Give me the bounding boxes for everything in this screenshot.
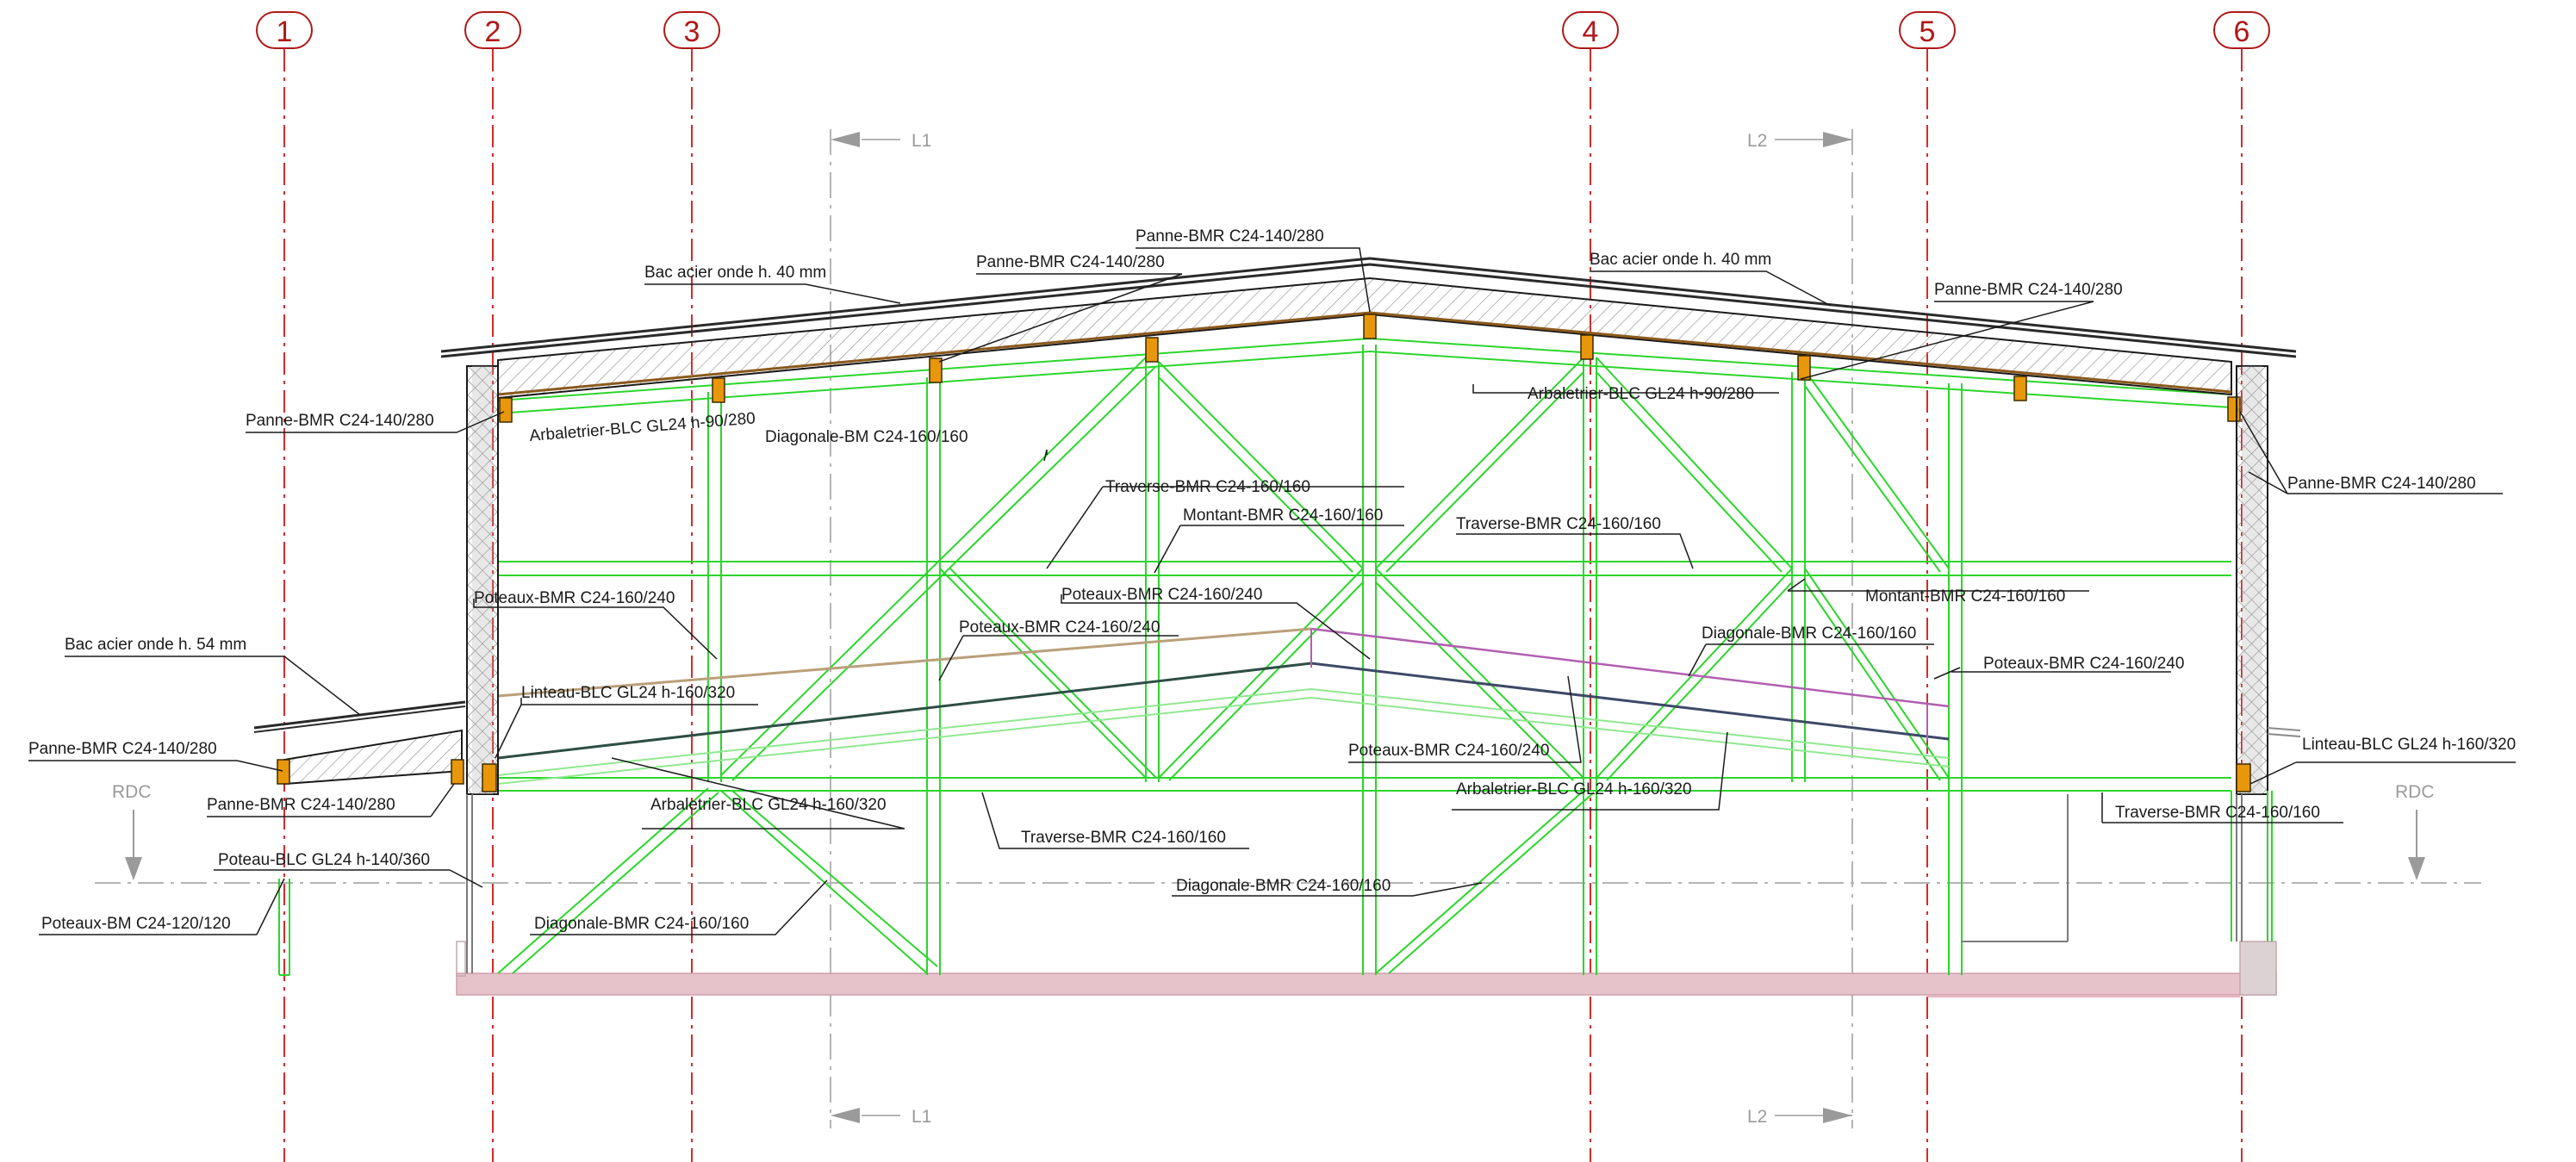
label-panne-left-wall: Panne-BMR C24-140/280 (246, 412, 434, 430)
label-linteau-left: Linteau-BLC GL24 h-160/320 (521, 684, 735, 702)
section-arrows (831, 132, 1852, 1123)
label-arbaletrier-lower-left: Arbaletrier-BLC GL24 h-160/320 (650, 796, 887, 814)
section-label-l2-top: L2 (1747, 131, 1767, 151)
section-label-l2-bottom: L2 (1747, 1107, 1767, 1127)
label-panne-top-right: Panne-BMR C24-140/280 (1934, 281, 2123, 299)
label-poteau-blc: Poteau-BLC GL24 h-140/360 (218, 851, 430, 869)
label-poteaux-bm: Poteaux-BM C24-120/120 (41, 915, 231, 933)
label-panne-top-left: Panne-BMR C24-140/280 (976, 253, 1165, 271)
grid-bubble-6 (2213, 11, 2270, 49)
label-poteaux-lower-center: Poteaux-BMR C24-160/240 (1348, 742, 1549, 760)
grid-bubble-4 (1562, 11, 1619, 49)
level-label-right: RDC (2395, 782, 2435, 802)
section-arrow-l1-top (831, 132, 860, 147)
grid-bubble-3 (663, 11, 720, 49)
label-arbaletrier-right: Arbaletrier-BLC GL24 h-90/280 (1528, 385, 1754, 403)
wall-left (466, 365, 499, 795)
level-arrow-right (2408, 857, 2425, 880)
label-bac-acier-right: Bac acier onde h. 40 mm (1590, 251, 1771, 269)
grid-bubbles: 1 2 3 4 5 6 (256, 11, 2270, 49)
label-panne-right-wall: Panne-BMR C24-140/280 (2287, 475, 2476, 493)
label-poteaux-center: Poteaux-BMR C24-160/240 (1061, 586, 1262, 604)
wall-lintels (482, 763, 2251, 792)
grid-label-2: 2 (485, 16, 501, 48)
grid-label-6: 6 (2234, 16, 2250, 48)
label-bac-acier-left: Bac acier onde h. 40 mm (644, 264, 826, 282)
label-diagonale-lower-left: Diagonale-BMR C24-160/160 (534, 915, 749, 933)
label-poteaux-left: Poteaux-BMR C24-160/240 (474, 589, 675, 607)
grid-label-3: 3 (684, 16, 700, 48)
label-traverse-lower-center: Traverse-BMR C24-160/160 (1021, 829, 1226, 847)
section-label-l1-top: L1 (912, 131, 931, 151)
purlins (499, 314, 2241, 423)
section-label-l1-bottom: L1 (912, 1107, 931, 1127)
level-label-left: RDC (112, 782, 152, 802)
label-montant-center: Montant-BMR C24-160/160 (1183, 506, 1383, 525)
label-diagonale-lower-center: Diagonale-BMR C24-160/160 (1176, 877, 1391, 895)
grid-label-1: 1 (277, 16, 293, 48)
linteau-beams (497, 627, 1950, 760)
walls (466, 365, 2301, 795)
grid-bubble-2 (464, 11, 521, 49)
roof-sheet (440, 257, 2297, 358)
section-arrow-l2-bottom (1823, 1108, 1852, 1123)
label-poteaux-right: Poteaux-BMR C24-160/240 (1983, 655, 2184, 673)
floor-slab (456, 941, 2277, 997)
grid-bubble-5 (1899, 11, 1956, 49)
label-diagonale-right: Diagonale-BMR C24-160/160 (1702, 624, 1916, 643)
level-arrow-left (125, 857, 142, 880)
label-traverse-upper: Traverse-BMR C24-160/160 (1105, 478, 1310, 496)
section-arrow-l1-bottom (831, 1108, 860, 1123)
wall-right (2236, 365, 2268, 795)
label-diagonale-bm: Diagonale-BM C24-160/160 (765, 428, 968, 446)
label-arbaletrier-lower-right: Arbaletrier-BLC GL24 h-160/320 (1456, 780, 1692, 798)
label-linteau-right: Linteau-BLC GL24 h-160/320 (2302, 736, 2516, 754)
label-panne-canopy-bottom: Panne-BMR C24-140/280 (207, 796, 395, 814)
label-bac-acier-54: Bac acier onde h. 54 mm (65, 636, 246, 654)
grid-label-4: 4 (1583, 16, 1599, 48)
right-posts-green (2231, 791, 2273, 941)
section-arrow-l2-top (1823, 132, 1852, 147)
label-poteaux-mid-left: Poteaux-BMR C24-160/240 (959, 618, 1160, 637)
label-panne-top-center: Panne-BMR C24-140/280 (1136, 227, 1324, 245)
leader-lines (28, 247, 2516, 935)
level-rdc: RDC RDC (95, 782, 2481, 884)
grid-bubble-1 (256, 11, 313, 49)
label-montant-right: Montant-BMR C24-160/160 (1865, 587, 2065, 606)
label-panne-canopy-top: Panne-BMR C24-140/280 (28, 740, 217, 758)
label-traverse-upper-right: Traverse-BMR C24-160/160 (1456, 515, 1661, 533)
grid-label-5: 5 (1920, 16, 1936, 48)
annotation-labels: Panne-BMR C24-140/280 Bac acier onde h. … (28, 227, 2516, 933)
label-traverse-lower-right: Traverse-BMR C24-160/160 (2115, 804, 2320, 822)
